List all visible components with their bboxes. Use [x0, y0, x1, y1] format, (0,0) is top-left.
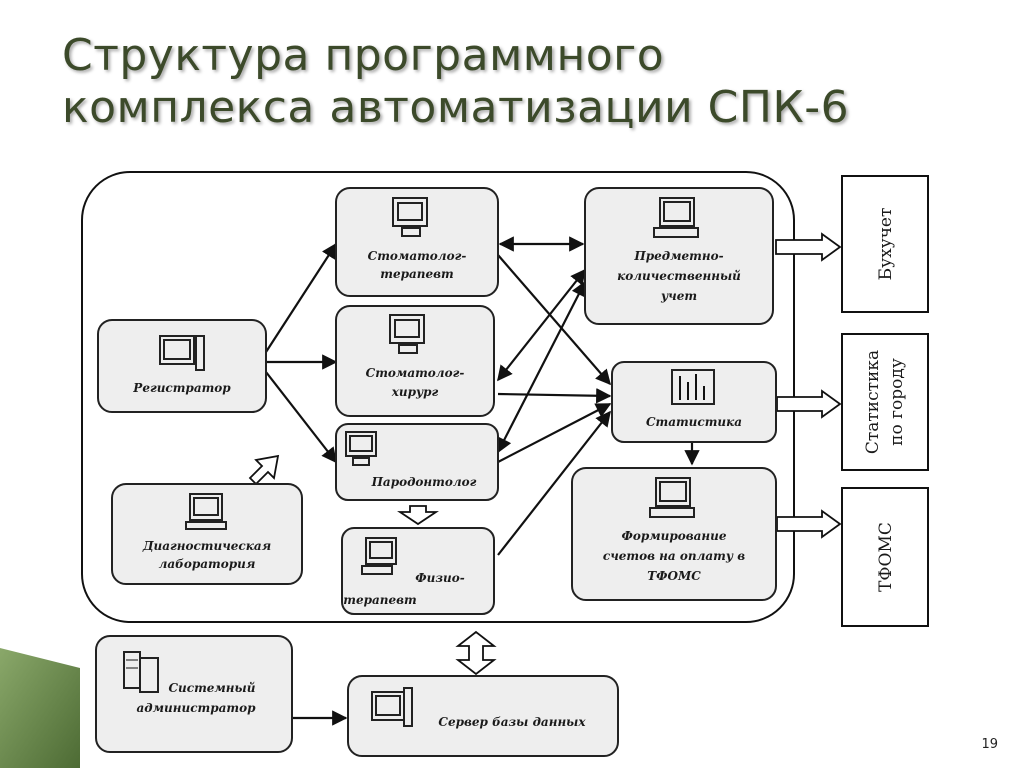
label-tfoms: ТФОМС	[876, 522, 896, 592]
computer-icon	[159, 335, 205, 371]
label-stomatolog-hirurg-1: Стоматолог-	[366, 366, 465, 380]
label-fizioterapevt-2: терапевт	[343, 593, 416, 607]
box-server-bazy-dannyh: Сервер базы данных	[347, 675, 619, 757]
computer-icon	[389, 314, 425, 354]
label-diagnosticheskaya-1: Диагностическая	[142, 539, 271, 553]
label-diagnosticheskaya-2: лаборатория	[159, 557, 256, 571]
label-predmetno-3: учет	[660, 289, 697, 303]
server-icon	[123, 651, 159, 693]
label-formirovanie-1: Формирование	[621, 529, 726, 543]
computer-icon	[392, 197, 428, 237]
label-statistika-po-gorodu-1: Статистика	[863, 350, 883, 454]
label-server-bazy-dannyh: Сервер базы данных	[438, 715, 586, 729]
external-buhuchet: Бухучет	[841, 175, 929, 313]
slide-title-line-2: комплекса автоматизации СПК-6	[62, 82, 850, 133]
box-sistemny-administrator: Системный администратор	[95, 635, 293, 753]
computer-icon	[185, 493, 227, 530]
label-fizioterapevt-1: Физио-	[415, 571, 464, 585]
computer-icon	[361, 537, 397, 575]
slide-title-line-1: Структура программного	[62, 30, 665, 81]
computer-icon	[371, 687, 413, 727]
box-diagnosticheskaya-laboratoriya: Диагностическая лаборатория	[111, 483, 303, 585]
box-stomatolog-hirurg: Стоматолог- хирург	[335, 305, 495, 417]
label-predmetno-1: Предметно-	[633, 249, 723, 263]
computer-icon	[649, 477, 695, 518]
box-predmetno-kolichestvenny-uchet: Предметно- количественный учет	[584, 187, 774, 325]
label-formirovanie-3: ТФОМС	[647, 569, 701, 583]
label-predmetno-2: количественный	[617, 269, 741, 283]
label-registrator: Регистратор	[132, 381, 231, 395]
box-registrator: Регистратор	[97, 319, 267, 413]
box-stomatolog-terapevt: Стоматолог- терапевт	[335, 187, 499, 297]
label-stomatolog-terapevt-2: терапевт	[380, 267, 453, 281]
chart-icon	[671, 369, 715, 405]
decorative-corner	[0, 648, 80, 768]
box-fizioterapevt: Физио- терапевт	[341, 527, 495, 615]
box-statistika: Статистика	[611, 361, 777, 443]
label-buhuchet: Бухучет	[876, 208, 896, 281]
external-tfoms: ТФОМС	[841, 487, 929, 627]
label-statistika: Статистика	[646, 415, 742, 429]
label-sistemny-1: Системный	[168, 681, 255, 695]
label-sistemny-2: администратор	[137, 701, 257, 715]
label-formirovanie-2: счетов на оплату в	[603, 549, 745, 563]
slide-title: Структура программного комплекса автомат…	[62, 30, 849, 134]
page-number: 19	[981, 737, 998, 752]
label-stomatolog-terapevt-1: Стоматолог-	[368, 249, 467, 263]
label-stomatolog-hirurg-2: хирург	[391, 385, 439, 399]
box-parodontolog: Пародонтолог	[335, 423, 499, 501]
box-formirovanie-schetov: Формирование счетов на оплату в ТФОМС	[571, 467, 777, 601]
label-parodontolog: Пародонтолог	[371, 475, 477, 489]
computer-icon	[345, 431, 377, 466]
hollow-arrows	[248, 232, 842, 676]
external-statistika-po-gorodu: Статистика по городу	[841, 333, 929, 471]
connections	[265, 236, 700, 726]
computer-icon	[653, 197, 699, 238]
label-statistika-po-gorodu-2: по городу	[887, 358, 907, 446]
